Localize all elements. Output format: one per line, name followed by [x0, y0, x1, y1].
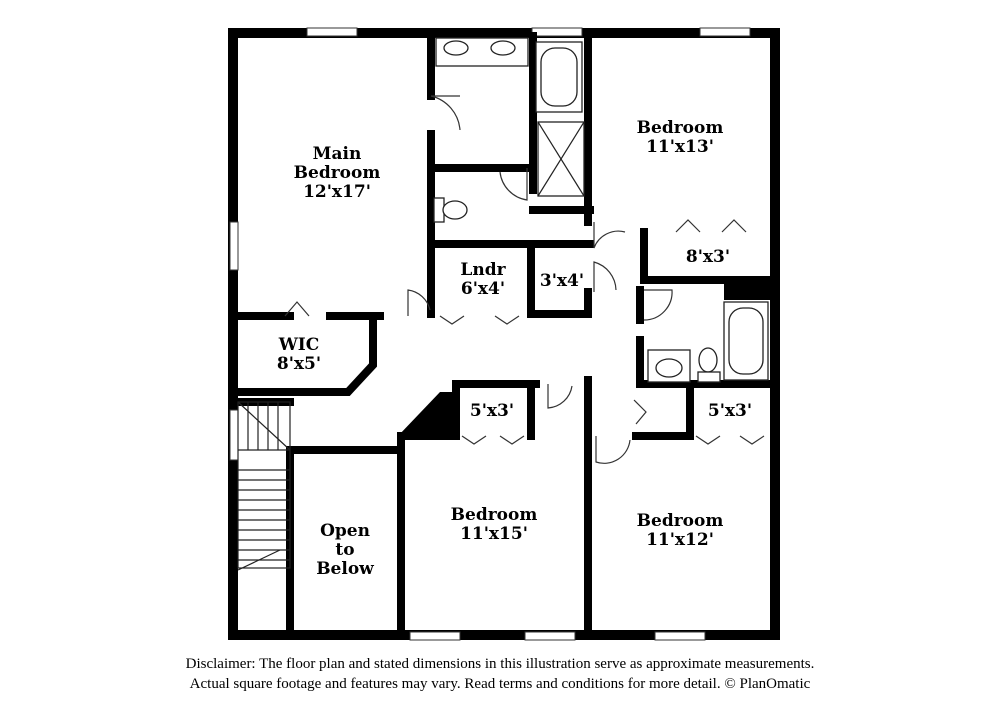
wall-chases [398, 280, 772, 436]
closet-hall-size: 3'x4' [540, 271, 584, 291]
bedroom-se-size: 11'x12' [646, 530, 714, 550]
main-bedroom-size: 12'x17' [303, 182, 371, 202]
exterior-walls [228, 28, 780, 640]
open-to-below-1: Open [320, 521, 370, 541]
staircase [237, 401, 291, 571]
open-to-below-2: to [335, 540, 354, 560]
closet-center-size: 5'x3' [470, 401, 514, 421]
laundry-name: Lndr [460, 260, 506, 280]
main-bedroom-name-1: Main [313, 144, 362, 164]
wic-name: WIC [278, 335, 320, 355]
closet-se-size: 5'x3' [708, 401, 752, 421]
room-labels: Main Bedroom 12'x17' Bedroom 11'x13' 8'x… [277, 118, 752, 579]
disclaimer-line-1: Disclaimer: The floor plan and stated di… [185, 656, 815, 672]
bedroom-center-size: 11'x15' [460, 524, 528, 544]
disclaimer-line-2: Actual square footage and features may v… [189, 676, 811, 692]
bedroom-center-name: Bedroom [451, 505, 538, 525]
open-to-below-3: Below [316, 559, 374, 579]
bath-fixtures [433, 37, 769, 383]
main-bedroom-name-2: Bedroom [294, 163, 381, 183]
bedroom-ne-name: Bedroom [637, 118, 724, 138]
laundry-size: 6'x4' [461, 279, 505, 299]
doors [284, 95, 765, 464]
closet-ne-size: 8'x3' [686, 247, 730, 267]
wic-size: 8'x5' [277, 354, 321, 374]
bedroom-se-name: Bedroom [637, 511, 724, 531]
bedroom-ne-size: 11'x13' [646, 137, 714, 157]
windows [229, 27, 751, 641]
